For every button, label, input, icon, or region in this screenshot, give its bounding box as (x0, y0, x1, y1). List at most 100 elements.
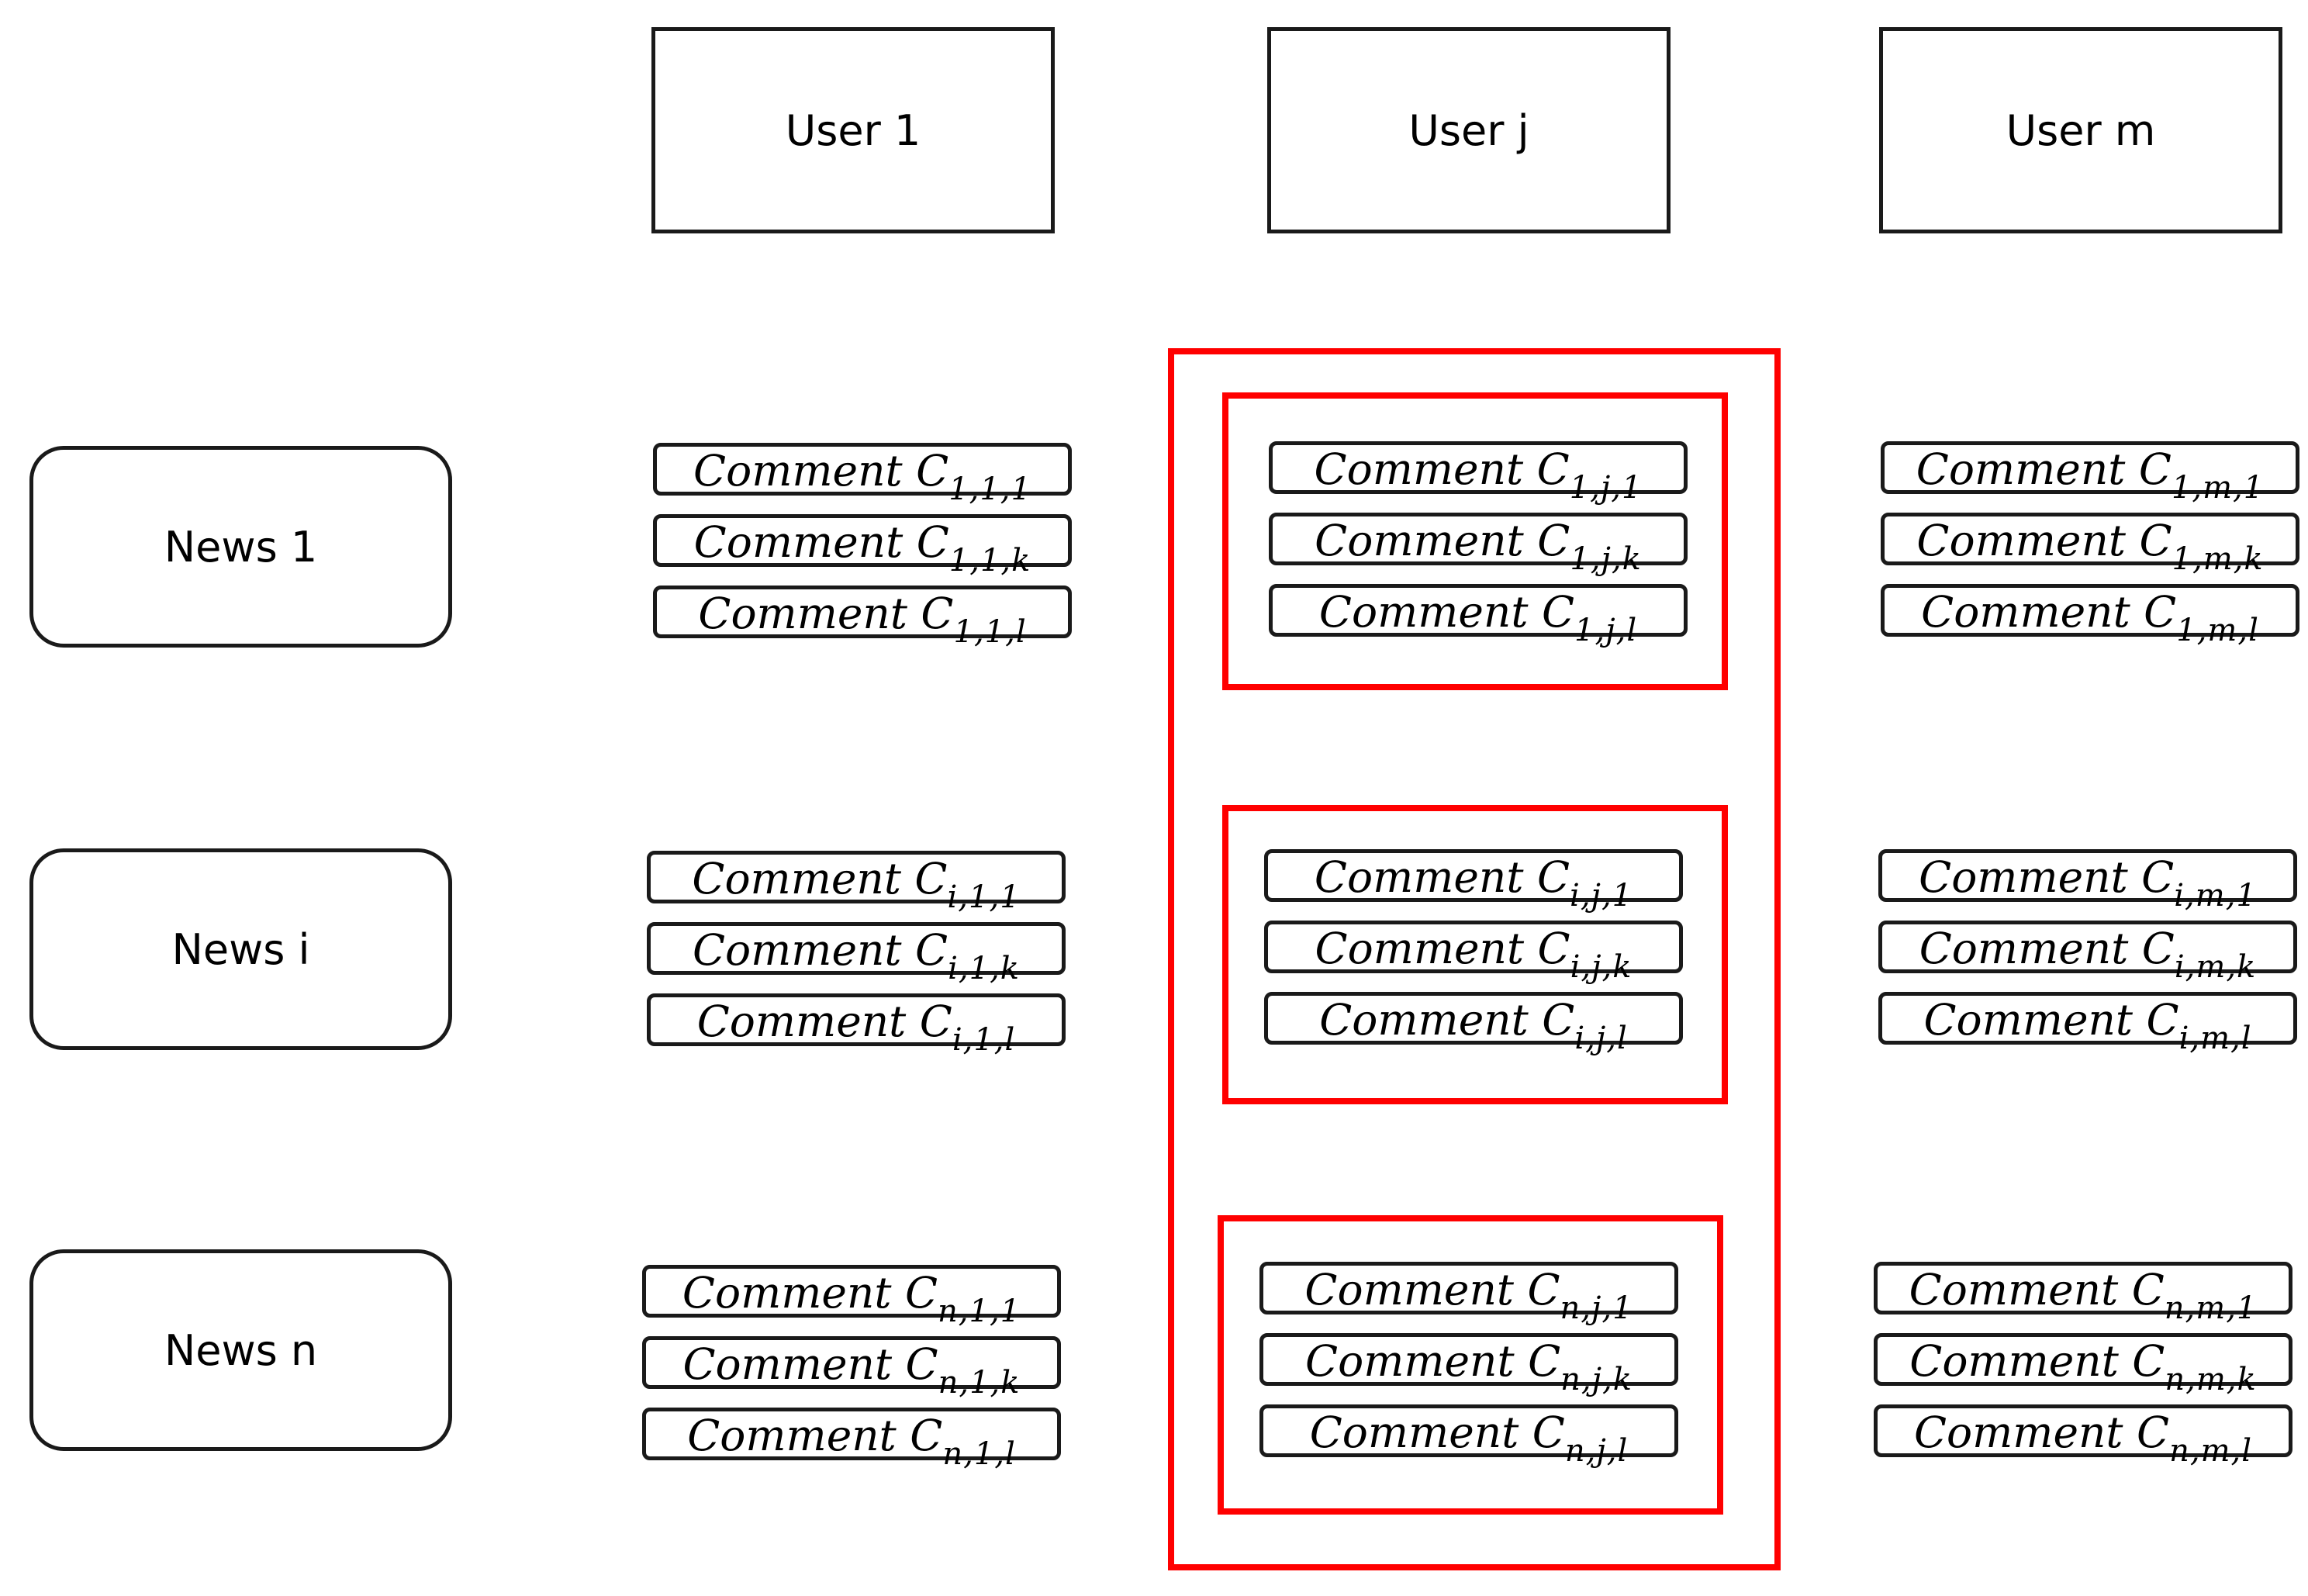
comment-word: Comment (1909, 1335, 2133, 1386)
comment-label: Comment C1,1,1 (693, 449, 1031, 505)
comment-symbol: C (1537, 515, 1570, 565)
user-label: User 1 (785, 105, 921, 155)
comment-subscript: i,m,l (2178, 1020, 2252, 1056)
comment-symbol: C (904, 1267, 938, 1318)
comment-symbol: C (1541, 586, 1575, 637)
comment-label: Comment Cn,m,1 (1909, 1268, 2258, 1324)
comment-word: Comment (1319, 994, 1543, 1045)
user-box-m: User m (1879, 27, 2282, 233)
comment-word: Comment (696, 996, 920, 1046)
comment-label: Comment Cn,1,k (682, 1342, 1020, 1398)
comment-box: Comment Cn,m,l (1874, 1404, 2292, 1466)
comment-box: Comment Cn,j,1 (1259, 1262, 1678, 1324)
comment-subscript: i,j,k (1570, 948, 1633, 985)
comment-word: Comment (1314, 852, 1537, 902)
comment-word: Comment (1314, 444, 1537, 494)
comment-box: Comment C1,1,k (653, 514, 1072, 576)
comment-label: Comment Ci,j,k (1315, 927, 1632, 983)
comment-symbol: C (905, 1339, 938, 1389)
comment-box: Comment Ci,j,1 (1264, 849, 1683, 911)
comment-subscript: 1,m,l (2176, 612, 2259, 648)
comment-label: Comment Cn,m,k (1909, 1339, 2257, 1395)
comment-label: Comment Ci,m,k (1919, 927, 2257, 983)
user-box-1: User 1 (651, 27, 1055, 233)
comment-symbol: C (2139, 515, 2172, 565)
comment-symbol: C (919, 996, 952, 1046)
comment-label: Comment Cn,j,1 (1304, 1268, 1633, 1324)
comment-box: Comment Cn,m,1 (1874, 1262, 2292, 1324)
news-label: News 1 (164, 522, 318, 572)
comment-word: Comment (1923, 994, 2147, 1045)
comment-box: Comment C1,m,1 (1881, 441, 2299, 503)
comment-box: Comment C1,1,l (653, 586, 1072, 648)
comment-word: Comment (682, 1267, 905, 1318)
comment-word: Comment (1304, 1264, 1528, 1314)
comment-word: Comment (693, 516, 917, 567)
comment-label: Comment C1,m,k (1916, 519, 2263, 575)
comment-subscript: 1,m,k (2172, 541, 2264, 577)
comment-box: Comment Cn,j,k (1259, 1333, 1678, 1395)
comment-label: Comment Cn,j,k (1305, 1339, 1633, 1395)
comment-label: Comment C1,j,k (1315, 519, 1642, 575)
highlight-user-j-column (1168, 348, 1781, 1570)
comment-box: Comment Ci,j,k (1264, 921, 1683, 983)
comment-symbol: C (2141, 852, 2175, 902)
comment-subscript: i,j,l (1574, 1020, 1628, 1056)
comment-box: Comment Ci,1,l (647, 993, 1066, 1055)
comment-symbol: C (2146, 994, 2179, 1045)
comment-box: Comment Ci,1,1 (647, 851, 1066, 913)
comment-box: Comment C1,m,l (1881, 584, 2299, 646)
comment-subscript: 1,1,l (953, 613, 1027, 650)
comment-word: Comment (693, 445, 917, 496)
comment-subscript: n,j,1 (1560, 1290, 1633, 1326)
comment-label: Comment Ci,j,l (1319, 998, 1628, 1054)
comment-label: Comment Ci,1,1 (692, 857, 1020, 913)
comment-box: Comment Cn,m,k (1874, 1333, 2292, 1395)
comment-box: Comment Cn,1,l (642, 1408, 1061, 1470)
comment-label: Comment Ci,1,k (693, 928, 1020, 984)
comment-subscript: n,m,1 (2164, 1290, 2258, 1326)
comment-word: Comment (1919, 852, 2142, 902)
comment-symbol: C (1527, 1264, 1560, 1314)
comment-label: Comment C1,j,1 (1315, 447, 1643, 503)
comment-label: Comment Ci,j,1 (1315, 855, 1633, 911)
comment-subscript: n,m,l (2169, 1432, 2253, 1469)
news-box-n: News n (29, 1249, 452, 1451)
comment-subscript: i,m,k (2174, 948, 2257, 985)
comment-word: Comment (692, 853, 915, 903)
comment-word: Comment (1309, 1407, 1532, 1457)
comment-symbol: C (2137, 1407, 2170, 1457)
comment-subscript: n,m,k (2165, 1361, 2257, 1397)
news-label: News i (171, 924, 310, 974)
highlight-news-1-user-j (1222, 392, 1728, 690)
comment-label: Comment C1,1,k (694, 520, 1031, 576)
comment-subscript: i,m,1 (2174, 877, 2257, 914)
comment-box: Comment Cn,1,k (642, 1336, 1061, 1398)
news-box-i: News i (29, 848, 452, 1050)
comment-label: Comment C1,j,l (1319, 590, 1637, 646)
comment-label: Comment Cn,m,l (1914, 1407, 2252, 1466)
comment-box: Comment Ci,j,l (1264, 992, 1683, 1054)
comment-subscript: i,1,1 (947, 879, 1021, 915)
comment-symbol: C (916, 445, 949, 496)
comment-label: Comment C1,m,1 (1916, 447, 2264, 503)
comment-box: Comment C1,m,k (1881, 513, 2299, 575)
comment-label: Comment C1,m,l (1921, 590, 2259, 646)
comment-box: Comment C1,j,1 (1269, 441, 1688, 503)
comment-label: Comment Cn,j,l (1309, 1407, 1629, 1466)
user-label: User m (2006, 105, 2156, 155)
comment-word: Comment (1909, 1264, 2132, 1314)
comment-label: Comment Cn,1,1 (682, 1271, 1021, 1327)
comment-box: Comment C1,j,k (1269, 513, 1688, 575)
comment-subscript: n,1,l (942, 1435, 1016, 1472)
comment-word: Comment (1916, 444, 2139, 494)
comment-word: Comment (1318, 586, 1542, 637)
comment-box: Comment C1,1,1 (653, 443, 1072, 505)
comment-symbol: C (1536, 444, 1570, 494)
comment-subscript: 1,1,k (948, 542, 1031, 579)
comment-label: Comment Ci,1,l (696, 996, 1016, 1055)
comment-symbol: C (1536, 852, 1570, 902)
comment-word: Comment (1921, 586, 2144, 637)
comment-symbol: C (2132, 1335, 2165, 1386)
